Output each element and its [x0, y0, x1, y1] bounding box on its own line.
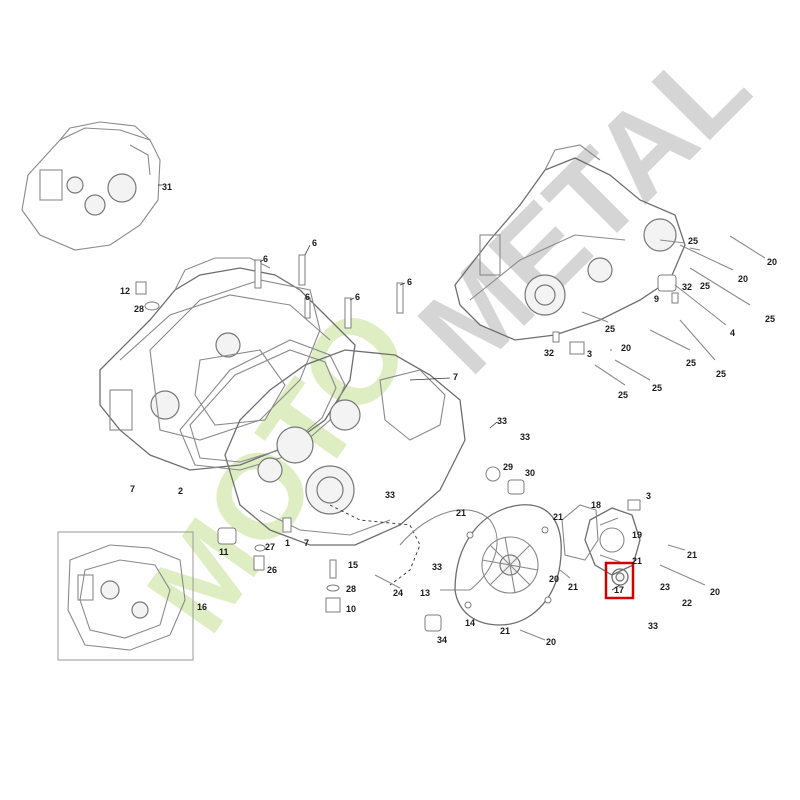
callout-26: 26 [267, 565, 277, 575]
callout-6c: 6 [305, 292, 310, 302]
callout-23: 23 [660, 582, 670, 592]
crankcase-reference-31 [21, 121, 161, 251]
callout-labels: 31 12 28 6 6 6 6 6 7 7 2 11 27 26 1 7 15… [120, 182, 777, 647]
gasket-set-16-box [57, 531, 194, 661]
callout-2: 2 [178, 486, 183, 496]
callout-22: 22 [682, 598, 692, 608]
callout-20b: 20 [546, 637, 556, 647]
callout-20f: 20 [621, 343, 631, 353]
callout-32a: 32 [544, 348, 554, 358]
callout-16: 16 [197, 602, 207, 612]
callout-17[interactable]: 17 [614, 585, 624, 595]
callout-21c: 21 [568, 582, 578, 592]
callout-25a: 25 [688, 236, 698, 246]
callout-21a: 21 [456, 508, 466, 518]
callout-20a: 20 [549, 574, 559, 584]
callout-6b: 6 [312, 238, 317, 248]
callout-9: 9 [654, 294, 659, 304]
long-bolts [519, 235, 766, 641]
callout-12: 12 [120, 286, 130, 296]
callout-28b: 28 [346, 584, 356, 594]
callout-25b: 25 [700, 281, 710, 291]
callout-1: 1 [285, 538, 290, 548]
callout-7c: 7 [304, 538, 309, 548]
callout-11: 11 [219, 547, 229, 557]
callout-4: 4 [730, 328, 735, 338]
callout-20d: 20 [767, 257, 777, 267]
callout-27: 27 [265, 542, 275, 552]
watermark-right: METAL [394, 18, 775, 399]
gasket-18 [561, 504, 599, 561]
callout-18: 18 [591, 500, 601, 510]
callout-30: 30 [525, 468, 535, 478]
callout-25f: 25 [716, 369, 726, 379]
callout-21f: 21 [687, 550, 697, 560]
callout-33e: 33 [648, 621, 658, 631]
clutch-cover-14 [454, 504, 562, 626]
seal-17[interactable] [604, 561, 635, 600]
callout-13: 13 [420, 588, 430, 598]
callout-25g: 25 [618, 390, 628, 400]
callout-7a: 7 [453, 372, 458, 382]
gasket-13 [329, 504, 498, 591]
callout-7b: 7 [130, 484, 135, 494]
callout-6e: 6 [407, 277, 412, 287]
callout-31: 31 [162, 182, 172, 192]
callout-20c: 20 [710, 587, 720, 597]
callout-33b: 33 [520, 432, 530, 442]
callout-34: 34 [437, 635, 447, 645]
callout-33a: 33 [497, 416, 507, 426]
callout-14: 14 [465, 618, 475, 628]
callout-6a: 6 [263, 254, 268, 264]
callout-21e: 21 [632, 556, 642, 566]
callout-6d: 6 [355, 292, 360, 302]
small-parts [135, 254, 679, 632]
callout-20e: 20 [738, 274, 748, 284]
callout-25c: 25 [765, 314, 775, 324]
callout-25d: 25 [605, 324, 615, 334]
callout-19: 19 [632, 530, 642, 540]
callout-33c: 33 [385, 490, 395, 500]
callout-21d: 21 [500, 626, 510, 636]
right-crankcase-half [454, 144, 686, 341]
callout-25h: 25 [652, 383, 662, 393]
callout-24: 24 [393, 588, 403, 598]
gasket-7-left [149, 279, 321, 441]
callout-29: 29 [503, 462, 513, 472]
callout-25e: 25 [686, 358, 696, 368]
callout-10: 10 [346, 604, 356, 614]
callout-28a: 28 [134, 304, 144, 314]
center-crankcase-half [224, 349, 466, 546]
callout-21b: 21 [553, 512, 563, 522]
callout-33d: 33 [432, 562, 442, 572]
callout-3b: 3 [587, 349, 592, 359]
highlight-box-17 [604, 561, 635, 600]
callout-32b: 32 [682, 282, 692, 292]
leader-lines [158, 184, 621, 591]
callout-15: 15 [348, 560, 358, 570]
callout-3a: 3 [646, 491, 651, 501]
